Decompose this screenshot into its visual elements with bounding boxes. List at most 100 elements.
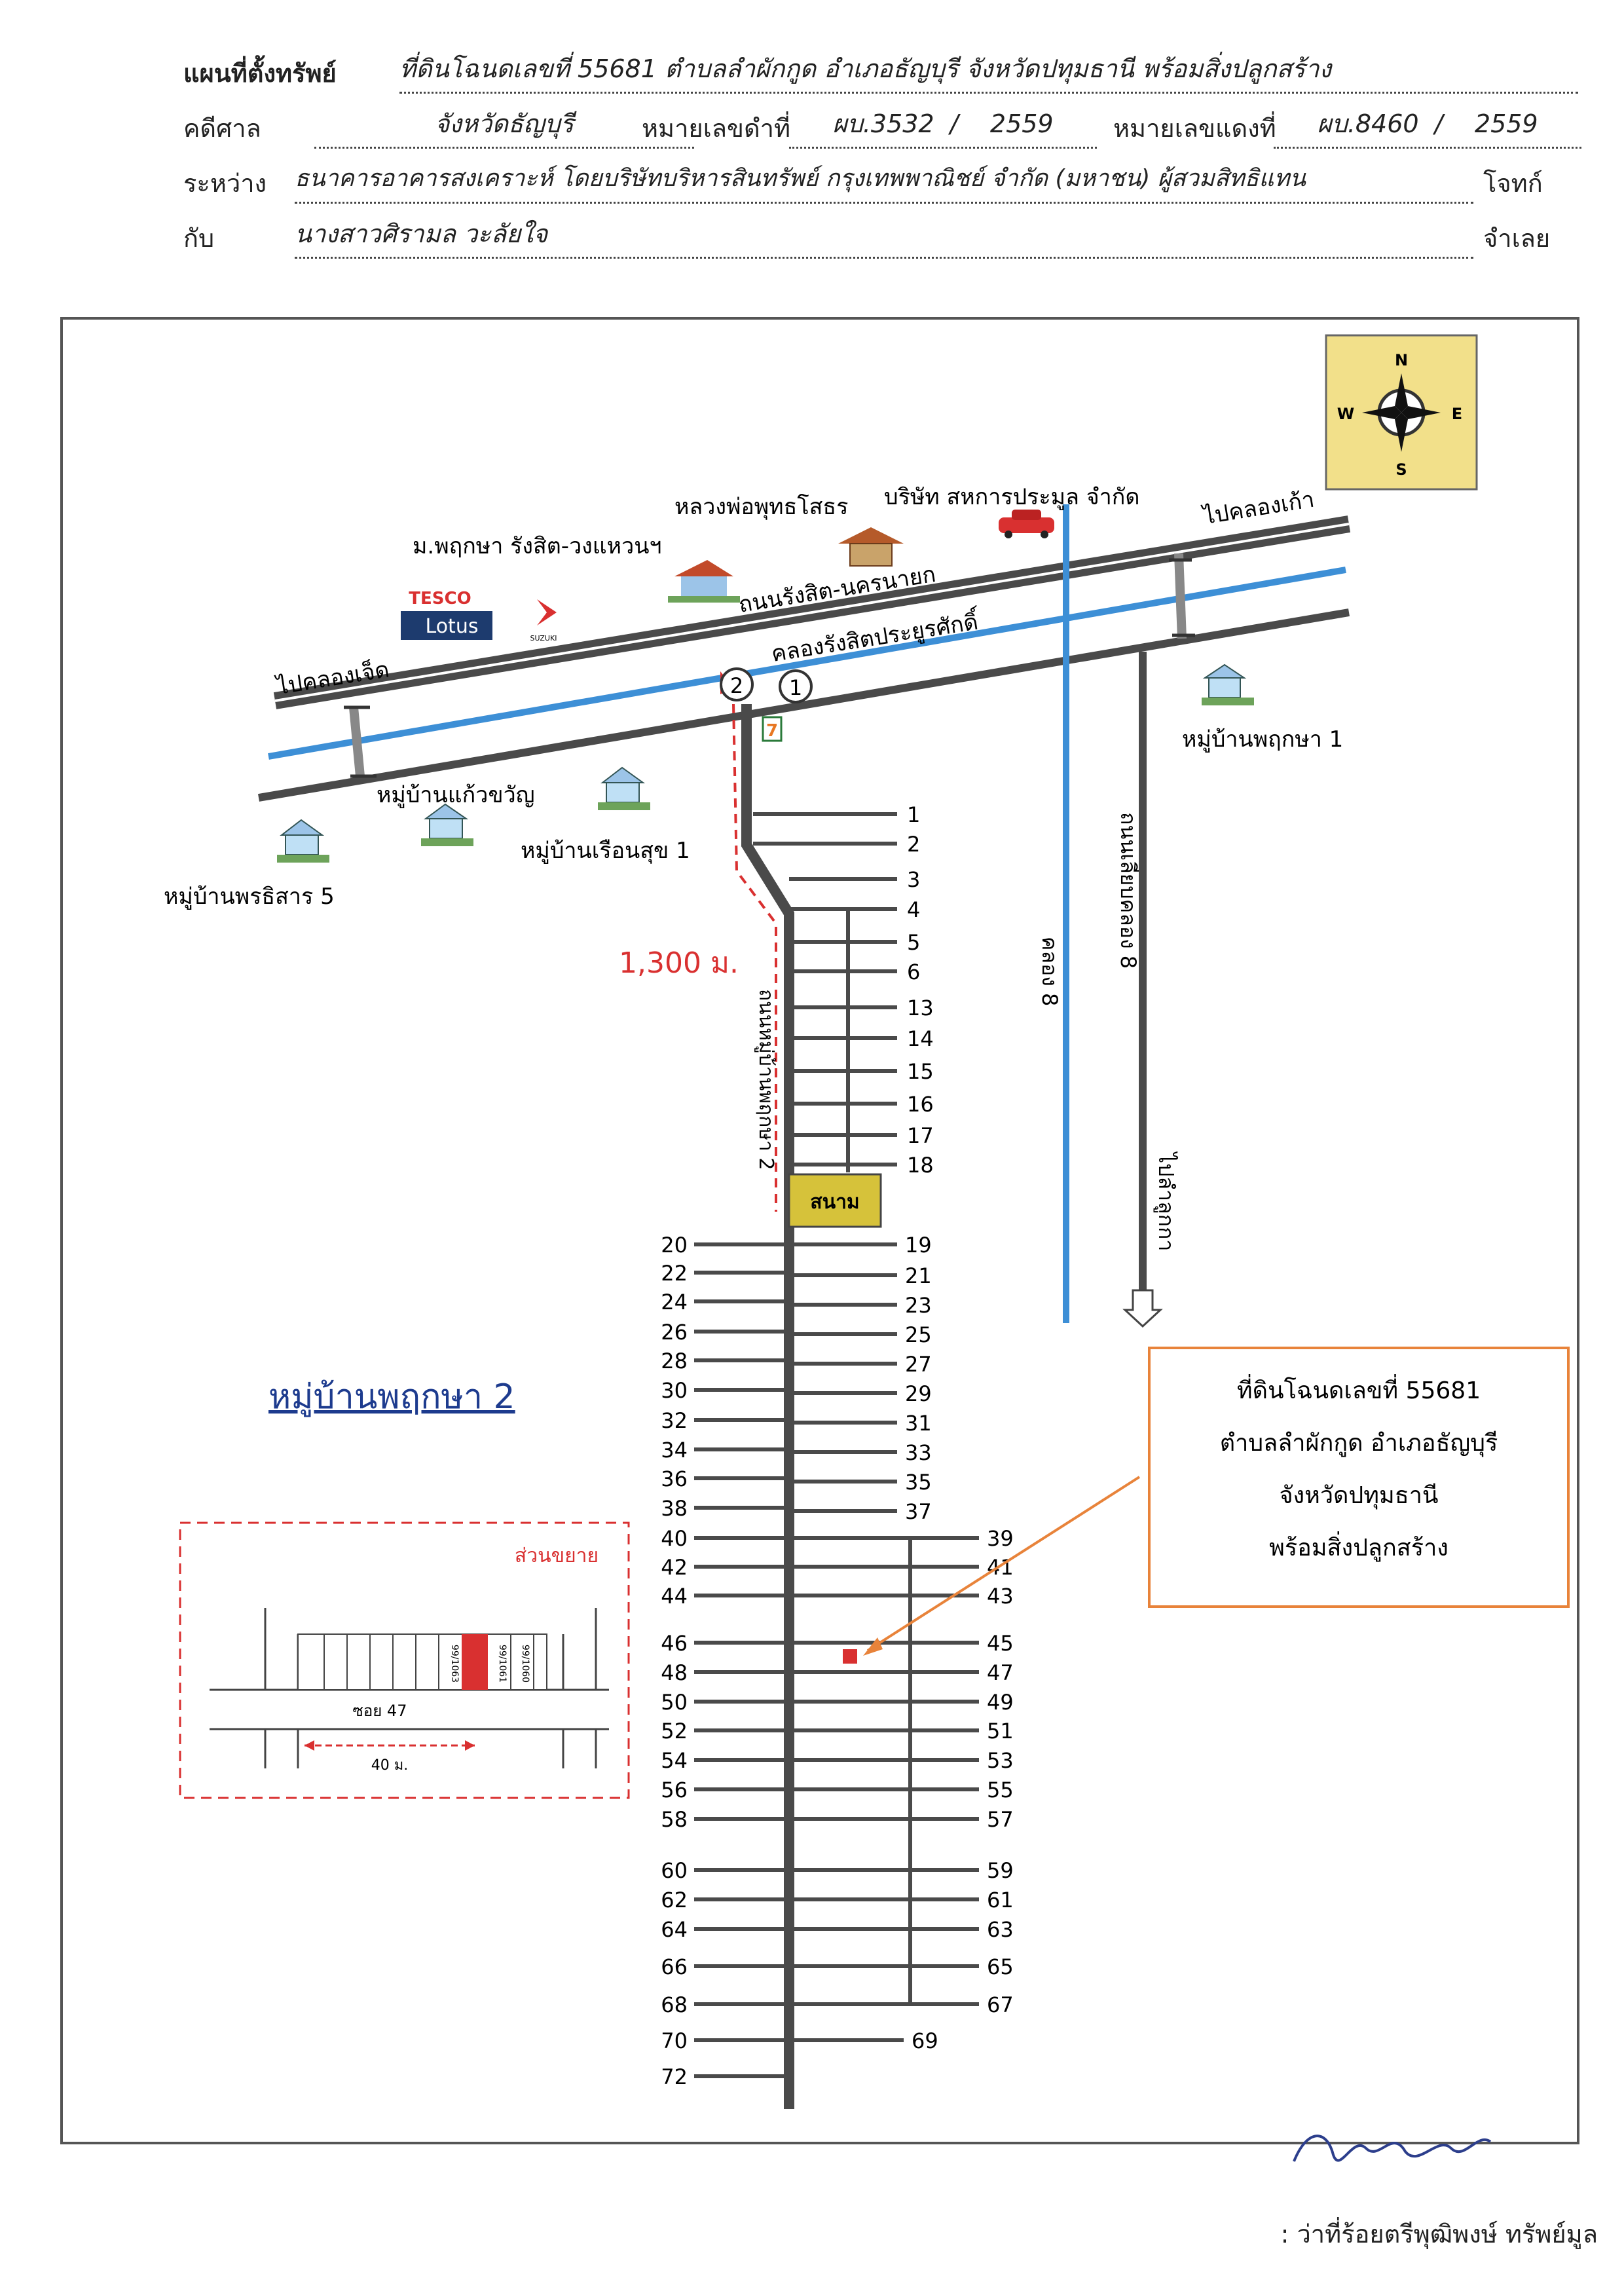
street-number: 72 bbox=[661, 2064, 688, 2089]
street-number: 43 bbox=[987, 1584, 1014, 1609]
plaintiff-name: ธนาคารอาคารสงเคราะห์ โดยบริษัทบริหารสินท… bbox=[295, 156, 1473, 204]
street-number: 45 bbox=[987, 1631, 1014, 1656]
street-number: 69 bbox=[912, 2028, 938, 2053]
compass-e: E bbox=[1452, 405, 1462, 423]
court-label: คดีศาล bbox=[183, 114, 261, 143]
defendant-name: นางสาวศิรามล วะลัยใจ bbox=[295, 211, 1473, 259]
street-number: 67 bbox=[987, 1992, 1014, 2017]
village-icon-porn bbox=[277, 819, 329, 863]
label-village-porn: หมู่บ้านพรธิสาร 5 bbox=[164, 884, 335, 910]
street-number: 20 bbox=[661, 1233, 688, 1258]
arrow-to-lumlukka bbox=[1122, 1289, 1163, 1328]
street-number: 1 bbox=[907, 802, 920, 827]
black-case-slash: / bbox=[950, 109, 959, 138]
inset-lot-c: 99/1060 bbox=[520, 1645, 530, 1683]
red-case-label: หมายเลขแดงที่ bbox=[1113, 114, 1276, 143]
street-number: 46 bbox=[661, 1631, 688, 1656]
street-number: 54 bbox=[661, 1748, 688, 1773]
village-icon-pruksa1 bbox=[1202, 663, 1254, 705]
street-number: 15 bbox=[907, 1059, 934, 1084]
inset-title: ส่วนขยาย bbox=[515, 1544, 599, 1567]
marker-1 bbox=[779, 669, 813, 703]
street-number: 19 bbox=[905, 1233, 932, 1258]
street-number: 38 bbox=[661, 1496, 688, 1521]
street-number: 5 bbox=[907, 930, 920, 955]
street-number: 59 bbox=[987, 1858, 1014, 1883]
signer-name: : ว่าที่ร้อยตรีพุฒิพงษ์ ทรัพย์มูล bbox=[1280, 2220, 1598, 2248]
street-number: 57 bbox=[987, 1807, 1014, 1832]
compass-n: N bbox=[1395, 351, 1408, 369]
plaintiff-role: โจทก์ bbox=[1483, 169, 1543, 198]
label-company: บริษัท สหการประมูล จำกัด bbox=[884, 484, 1139, 510]
label-temple: หลวงพ่อพุทธโสธร bbox=[674, 494, 848, 520]
red-case-slash: / bbox=[1434, 109, 1443, 138]
compass-s: S bbox=[1395, 460, 1407, 479]
street-number: 56 bbox=[661, 1778, 688, 1802]
canal-rangsit bbox=[268, 567, 1346, 760]
field bbox=[788, 1173, 882, 1228]
street-number: 35 bbox=[905, 1470, 932, 1495]
field-label: สนาม bbox=[810, 1191, 859, 1214]
street-number: 17 bbox=[907, 1123, 934, 1148]
label-to-lumlukka: ไปลำลูกกา bbox=[1153, 1151, 1179, 1251]
street-number: 53 bbox=[987, 1748, 1014, 1773]
document-header: แผนที่ตั้งทรัพย์ ที่ดินโฉนดเลขที่ 55681 … bbox=[183, 46, 1591, 266]
street-number: 6 bbox=[907, 960, 920, 984]
street-number: 47 bbox=[987, 1660, 1014, 1685]
marker-2 bbox=[720, 667, 754, 701]
street-number: 2 bbox=[907, 832, 920, 857]
label-khlong-8: คลอง 8 bbox=[1037, 937, 1062, 1006]
street-number: 30 bbox=[661, 1378, 688, 1403]
callout-box bbox=[1148, 1347, 1570, 1608]
inset-enlargement: ส่วนขยาย 99/1063 99/1061 99/1060 ซอย 47 … bbox=[179, 1521, 630, 1799]
label-village-road: ถนนหมู่บ้านพฤกษา 2 bbox=[754, 989, 777, 1170]
street-number: 55 bbox=[987, 1778, 1014, 1802]
inset-property-lot bbox=[462, 1634, 488, 1690]
street-number: 68 bbox=[661, 1992, 688, 2017]
seven-eleven-icon: 7 bbox=[762, 716, 783, 742]
street-number: 48 bbox=[661, 1660, 688, 1685]
street-number: 42 bbox=[661, 1555, 688, 1580]
street-number: 4 bbox=[907, 897, 920, 922]
street-number: 37 bbox=[905, 1499, 932, 1524]
street-number: 23 bbox=[905, 1293, 932, 1318]
inset-lot-a: 99/1063 bbox=[449, 1645, 460, 1683]
label-village-main: หมู่บ้านพฤกษา 2 bbox=[268, 1377, 515, 1417]
street-number: 39 bbox=[987, 1526, 1014, 1551]
lotus-text: Lotus bbox=[426, 615, 479, 638]
street-number: 40 bbox=[661, 1526, 688, 1551]
street-number: 29 bbox=[905, 1381, 932, 1406]
black-case-number: ผบ.3532 bbox=[832, 109, 934, 138]
frontage-road bbox=[257, 608, 1350, 802]
inset-soi: ซอย 47 bbox=[353, 1702, 407, 1720]
callout-arrowhead bbox=[863, 1637, 883, 1656]
black-case-value: ผบ.3532 / 2559 bbox=[789, 101, 1097, 149]
lower-streets: 2022242628303234363840424446485052545658… bbox=[661, 1233, 1013, 2089]
red-case-number: ผบ.8460 bbox=[1317, 109, 1419, 138]
street-number: 26 bbox=[661, 1320, 688, 1345]
label-village-pruksa1: หมู่บ้านพฤกษา 1 bbox=[1182, 726, 1343, 753]
street-number: 31 bbox=[905, 1411, 932, 1436]
street-number: 61 bbox=[987, 1888, 1014, 1912]
street-number: 50 bbox=[661, 1690, 688, 1715]
street-number: 16 bbox=[907, 1092, 934, 1117]
street-number: 70 bbox=[661, 2028, 688, 2053]
street-number: 24 bbox=[661, 1290, 688, 1315]
suzuki-logo: SUZUKI bbox=[530, 599, 557, 643]
label-distance: 1,300 ม. bbox=[619, 946, 739, 980]
street-number: 58 bbox=[661, 1807, 688, 1832]
bridge-left bbox=[344, 705, 377, 778]
street-number: 34 bbox=[661, 1438, 688, 1463]
street-number: 44 bbox=[661, 1584, 688, 1609]
street-number: 28 bbox=[661, 1349, 688, 1373]
callout-line-1: ที่ดินโฉนดเลขที่ 55681 bbox=[1237, 1374, 1481, 1404]
marker-2-label: 2 bbox=[730, 673, 743, 698]
street-number: 52 bbox=[661, 1719, 688, 1744]
street-number: 65 bbox=[987, 1954, 1014, 1979]
marker-1-label: 1 bbox=[789, 675, 802, 700]
red-case-year: 2559 bbox=[1474, 109, 1538, 138]
court-value: จังหวัดธัญบุรี bbox=[314, 101, 694, 149]
compass-w: W bbox=[1337, 405, 1354, 423]
